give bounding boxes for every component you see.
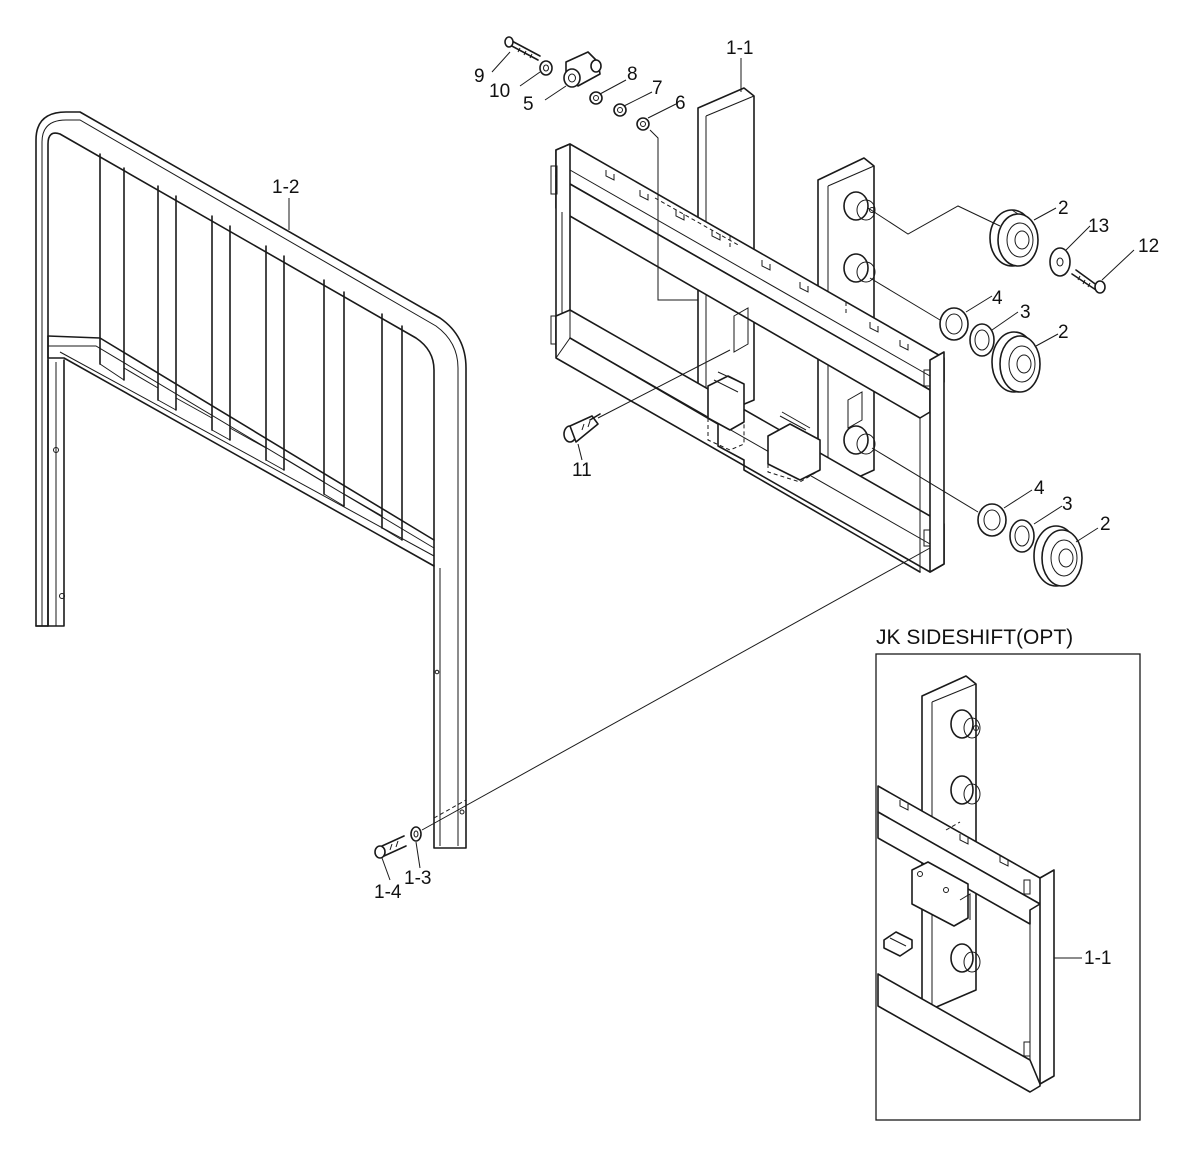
bolt-11 <box>563 349 731 443</box>
inset-title: JK SIDESHIFT(OPT) <box>876 626 1073 649</box>
label-inset-1-1: 1-1 <box>1084 948 1111 969</box>
label-1-1: 1-1 <box>726 38 753 59</box>
label-10: 10 <box>489 81 510 102</box>
label-3-upper: 3 <box>1020 302 1031 323</box>
rollers-right <box>867 205 1106 587</box>
label-13: 13 <box>1088 216 1109 237</box>
label-2-top: 2 <box>1058 198 1069 219</box>
label-6: 6 <box>675 93 686 114</box>
label-9: 9 <box>474 66 485 87</box>
label-7: 7 <box>652 78 663 99</box>
label-8: 8 <box>627 64 638 85</box>
bolt-1-4-washer-1-3 <box>374 547 931 859</box>
part-labels: 1-1 1-2 9 10 5 8 7 6 2 13 12 4 3 2 11 4 … <box>272 38 1159 969</box>
label-1-4: 1-4 <box>374 882 402 903</box>
leader-lines <box>288 51 1135 881</box>
label-4-lower: 4 <box>1034 478 1045 499</box>
sideshift-inset <box>875 653 1141 1121</box>
label-5: 5 <box>523 94 534 115</box>
load-backrest <box>35 111 467 849</box>
label-11: 11 <box>572 460 592 481</box>
label-3-lower: 3 <box>1062 494 1073 515</box>
label-2-middle: 2 <box>1058 322 1069 343</box>
hardware-top <box>504 36 741 301</box>
label-1-2: 1-2 <box>272 177 299 198</box>
label-1-3: 1-3 <box>404 868 431 889</box>
label-2-lower: 2 <box>1100 514 1111 535</box>
label-12: 12 <box>1138 236 1159 257</box>
fork-carriage <box>550 87 945 573</box>
label-4-upper: 4 <box>992 288 1003 309</box>
